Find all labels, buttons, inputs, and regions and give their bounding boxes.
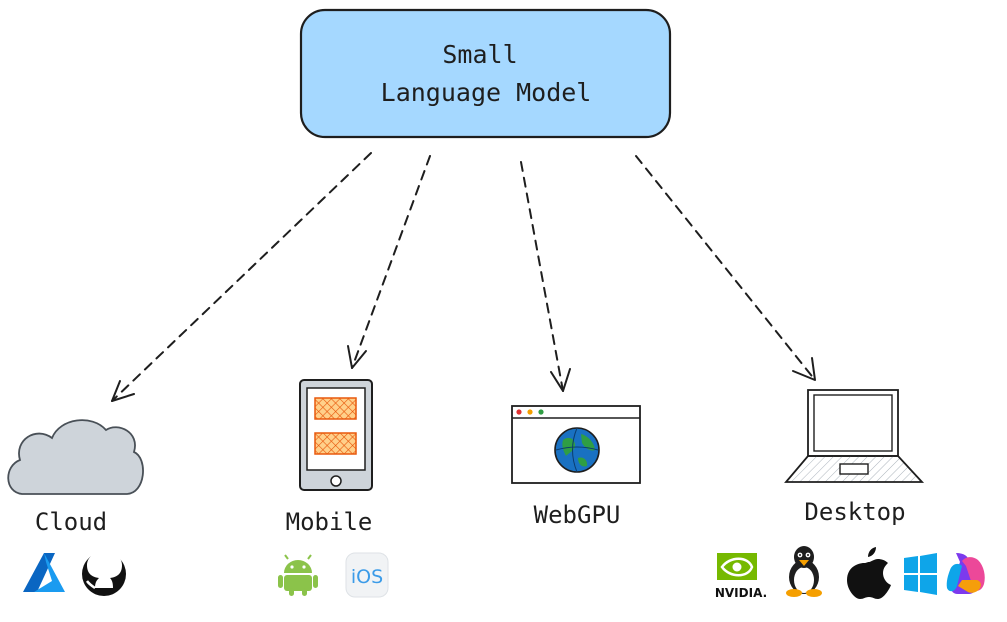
cloud-icon [7,419,144,495]
android-logo [278,554,318,596]
phone-icon [299,379,373,491]
azure-logo [23,553,65,592]
windows-logo [904,553,937,595]
arrow-to-desktop [635,155,816,381]
browser-icon [511,405,641,484]
webgpu-label: WebGPU [534,501,621,529]
arrow-to-mobile [347,155,431,369]
model-title-line2: Language Model [381,78,592,107]
cloud-label: Cloud [35,508,107,536]
webgpu-node: WebGPU [511,405,641,529]
arrow-to-cloud [111,152,372,402]
nvidia-logo-text: NVIDIA. [715,586,767,600]
linux-logo [786,546,822,597]
cloud-node: Cloud [7,419,144,596]
model-title-line1: Small [442,40,517,69]
ios-logo: iOS [345,552,389,598]
nvidia-logo: NVIDIA. [715,553,767,600]
model-box [299,8,672,139]
arrow-to-webgpu [520,161,571,392]
laptop-icon [784,389,925,483]
globe-icon [554,427,600,473]
mobile-node: Mobile iOS [278,379,389,598]
model-node: Small Language Model [299,8,672,139]
edges [111,152,816,402]
desktop-node: Desktop NVIDIA. [715,389,985,600]
apple-logo [847,547,891,599]
ios-logo-text: iOS [351,566,383,588]
mobile-label: Mobile [286,508,373,536]
github-logo [82,547,126,596]
desktop-label: Desktop [804,498,905,526]
copilot-logo [946,553,985,594]
